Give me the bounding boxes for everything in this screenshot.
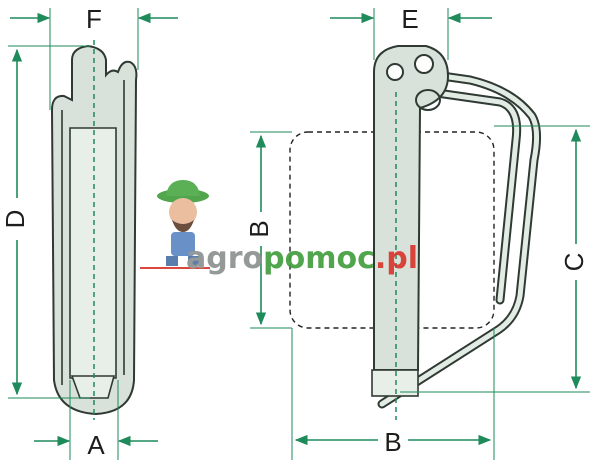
watermark-text: agropomoc.pl <box>186 241 418 276</box>
watermark: agropomoc.pl <box>140 180 418 276</box>
dim-label-F: F <box>86 4 102 34</box>
front-view: E B C B <box>244 4 590 460</box>
pin-shaft <box>69 127 117 379</box>
dim-label-E: E <box>401 4 418 34</box>
wire-loop <box>415 89 441 111</box>
side-view: F D A <box>0 4 178 460</box>
pin-body <box>373 45 450 371</box>
farmer-mascot-icon <box>140 180 210 269</box>
dim-label-C: C <box>559 253 589 272</box>
pin-tip <box>70 375 116 399</box>
pin-hole-left <box>386 63 404 81</box>
dim-label-B-horizontal: B <box>384 427 401 457</box>
pin-hole-right <box>414 54 434 74</box>
wire-spring-highlight <box>379 71 540 407</box>
dim-label-A: A <box>87 430 105 460</box>
dim-label-D: D <box>0 210 30 229</box>
dim-label-B-vertical: B <box>244 220 274 237</box>
wire-spring-inner-highlight <box>427 89 520 303</box>
